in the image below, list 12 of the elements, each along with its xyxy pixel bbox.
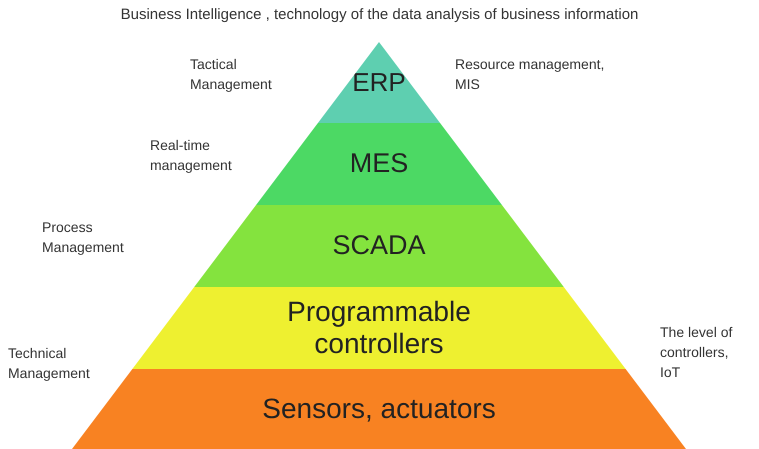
diagram-title: Business Intelligence , technology of the data analysis of business information: [120, 6, 640, 23]
layer-label: SCADA: [332, 230, 426, 262]
layer-label: Sensors, actuators: [262, 392, 496, 426]
level-description: Process Management: [42, 218, 125, 257]
level-description: The level of controllers, IoT: [660, 323, 734, 382]
layer-label: MES: [350, 148, 408, 180]
layer-label: ERP: [352, 68, 406, 98]
level-description: Tactical Management: [190, 55, 273, 94]
layer-label: Programmable controllers: [286, 296, 472, 360]
level-description: Resource management, MIS: [455, 55, 605, 94]
level-description: Real-time management: [150, 136, 233, 175]
level-description: Technical Management: [8, 344, 91, 383]
